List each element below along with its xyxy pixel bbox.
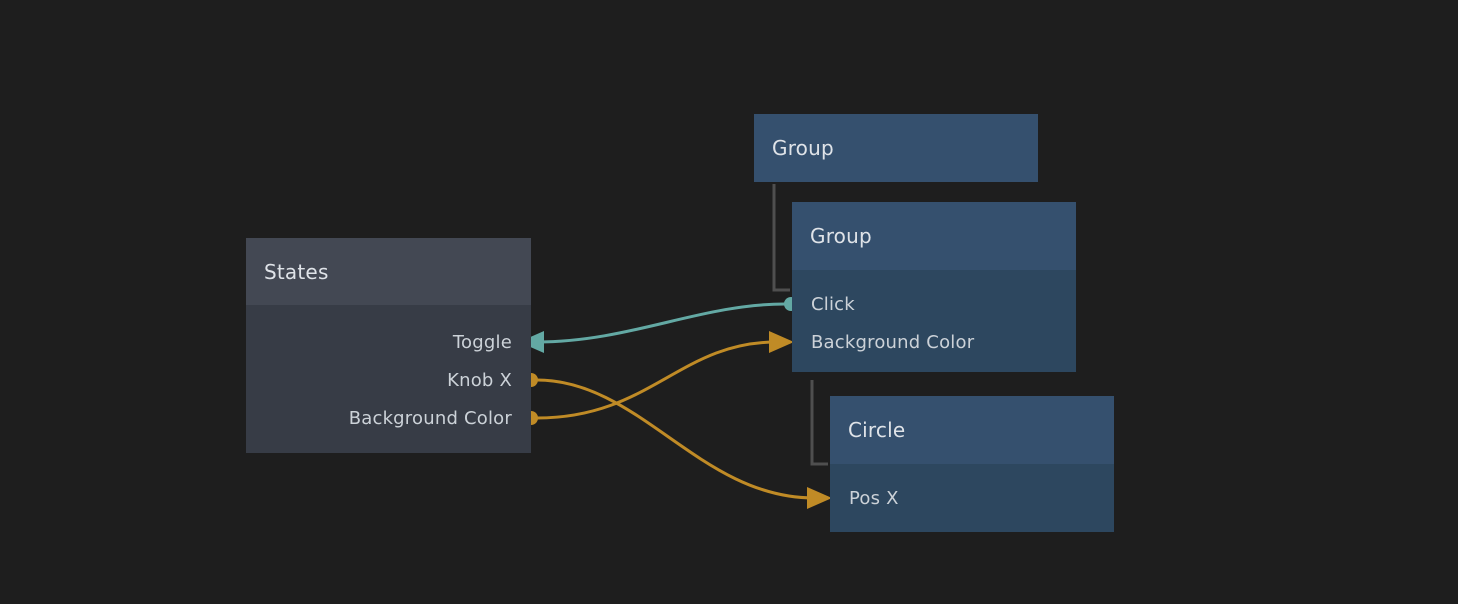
edge-bgcolor-to-bgcolor[interactable] [535, 340, 778, 420]
port-group-child-background-color-label: Background Color [811, 331, 975, 353]
node-group-top-title: Group [772, 136, 834, 160]
node-states[interactable]: States Toggle Knob X Background Color [246, 238, 531, 453]
node-circle-body: Pos X [830, 464, 1114, 532]
node-group-top-header[interactable]: Group [754, 114, 1038, 182]
port-states-toggle-label: Toggle [452, 331, 512, 353]
node-group-child-body: Click Background Color [792, 270, 1076, 372]
port-group-child-click[interactable]: Click [811, 293, 855, 315]
port-group-child-click-label: Click [811, 293, 855, 315]
port-circle-pos-x[interactable]: Pos X [849, 487, 899, 509]
edge-click-to-toggle[interactable] [535, 302, 787, 344]
port-states-knob-x[interactable]: Knob X [447, 369, 512, 391]
hierarchy-link-group-top-to-group-child [772, 184, 790, 292]
node-group-child[interactable]: Group Click Background Color [792, 202, 1076, 372]
node-group-child-header[interactable]: Group [792, 202, 1076, 270]
node-states-title: States [264, 259, 329, 284]
node-circle[interactable]: Circle Pos X [830, 396, 1114, 532]
node-group-top[interactable]: Group [754, 114, 1038, 182]
port-states-background-color-label: Background Color [348, 407, 512, 429]
node-circle-header[interactable]: Circle [830, 396, 1114, 464]
edge-arrowhead-posx [807, 487, 832, 509]
node-states-header[interactable]: States [246, 238, 531, 305]
edge-knobx-to-posx[interactable] [535, 378, 816, 500]
node-circle-title: Circle [848, 418, 906, 442]
port-states-knob-x-label: Knob X [447, 369, 512, 391]
port-states-background-color[interactable]: Background Color [349, 407, 512, 429]
node-group-child-title: Group [810, 224, 872, 248]
port-circle-pos-x-label: Pos X [849, 487, 899, 509]
port-group-child-background-color[interactable]: Background Color [811, 331, 974, 353]
node-states-body: Toggle Knob X Background Color [246, 305, 531, 453]
hierarchy-link-group-child-to-circle [810, 380, 828, 466]
port-states-toggle[interactable]: Toggle [453, 331, 512, 353]
edge-arrowhead-bgcolor [769, 331, 794, 353]
